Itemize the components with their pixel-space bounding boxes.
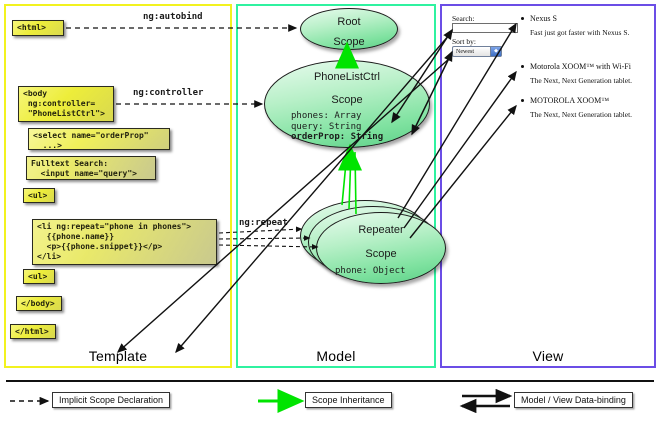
- search-input[interactable]: [452, 23, 518, 33]
- scope-phonelistctrl-title-line1: PhoneListCtrl: [313, 71, 381, 83]
- legend-item-implicit-scope-declaration: Implicit Scope Declaration: [52, 392, 171, 408]
- connector-label-ng-autobind: ng:autobind: [143, 12, 203, 22]
- bullet-icon: [521, 99, 524, 102]
- phone-snippet: The Next, Next Generation tablet.: [530, 76, 633, 85]
- phone-snippet: The Next, Next Generation tablet.: [530, 110, 633, 119]
- scope-phonelistctrl-props: phones: Array query: String orderProp: S…: [291, 111, 429, 143]
- phone-name: MOTOROLA XOOM™: [530, 96, 610, 105]
- legend-divider: [6, 380, 654, 382]
- phone-name: Nexus S: [530, 14, 557, 23]
- view-search-label: Search:: [452, 14, 475, 23]
- scope-repeater-title-line2: Scope: [365, 248, 397, 260]
- panel-template: Template: [4, 4, 232, 368]
- scope-repeater-props: phone: Object: [335, 266, 445, 277]
- code-box-li-repeat: <li ng:repeat="phone in phones"> {{phone…: [32, 219, 217, 265]
- scope-prop-orderprop: orderProp: String: [291, 132, 384, 142]
- connector-label-ng-repeat: ng:repeat: [239, 218, 288, 228]
- code-box-fulltext-search: Fulltext Search: <input name="query">: [26, 156, 156, 180]
- scope-root-title-line1: Root: [337, 16, 361, 28]
- legend-item-scope-inheritance: Scope Inheritance: [305, 392, 392, 408]
- sort-by-select[interactable]: Newest ◆: [452, 46, 502, 57]
- scope-root: Root Scope: [300, 8, 398, 50]
- code-box-ul-close: <ul>: [23, 269, 55, 284]
- code-box-select: <select name="orderProp" ...>: [28, 128, 170, 150]
- scope-prop-query: query: String: [291, 121, 362, 132]
- panel-model: Model: [236, 4, 436, 368]
- scope-repeater: Repeater Scope phone: Object: [316, 212, 446, 284]
- code-box-body-open: <body ng:controller= "PhoneListCtrl">: [18, 86, 114, 122]
- code-box-html-close: </html>: [10, 324, 56, 339]
- legend-item-model-view-data-binding: Model / View Data-binding: [514, 392, 633, 408]
- code-box-html-open: <html>: [12, 20, 64, 36]
- scope-phonelistctrl-title-line2: Scope: [331, 94, 363, 106]
- code-box-body-close: </body>: [16, 296, 62, 311]
- scope-phonelistctrl: PhoneListCtrl Scope phones: Array query:…: [264, 60, 430, 148]
- view-sort-label: Sort by:: [452, 37, 476, 46]
- phone-name: Motorola XOOM™ with Wi-Fi: [530, 62, 631, 71]
- chevron-updown-icon: ◆: [490, 47, 501, 56]
- bullet-icon: [521, 17, 524, 20]
- panel-template-label: Template: [88, 348, 148, 364]
- panel-view-label: View: [532, 348, 564, 364]
- sort-by-selected-value: Newest: [456, 48, 474, 55]
- connector-label-ng-controller: ng:controller: [133, 88, 204, 98]
- phone-snippet: Fast just got faster with Nexus S.: [530, 28, 630, 37]
- bullet-icon: [521, 65, 524, 68]
- scope-prop-phone: phone: Object: [335, 266, 406, 276]
- scope-prop-phones: phones: Array: [291, 111, 362, 121]
- scope-repeater-title-line1: Repeater: [358, 224, 404, 236]
- panel-model-label: Model: [316, 348, 356, 364]
- panel-view: View: [440, 4, 656, 368]
- code-box-ul-open: <ul>: [23, 188, 55, 203]
- scope-root-title-line2: Scope: [333, 36, 365, 48]
